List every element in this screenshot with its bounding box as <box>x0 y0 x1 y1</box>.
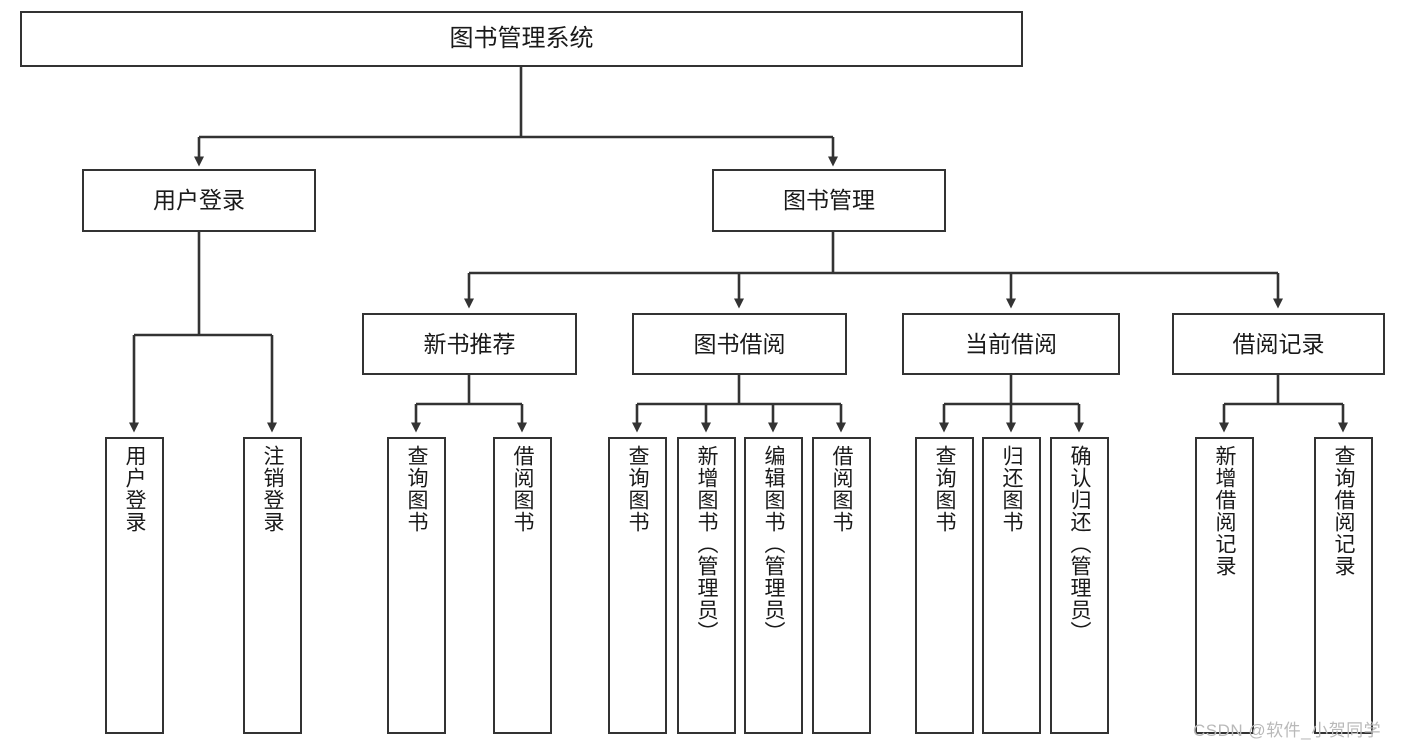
leaf-borrow-book-recommend-label: 借阅图书 <box>511 445 534 533</box>
node-root-label: 图书管理系统 <box>449 25 594 53</box>
node-book-management-label: 图书管理 <box>783 187 875 214</box>
leaf-user-login-label: 用户登录 <box>123 445 146 533</box>
node-borrow-records-label: 借阅记录 <box>1232 330 1325 357</box>
leaf-add-borrow-record[interactable]: 新增借阅记录 <box>1195 437 1254 734</box>
node-book-management[interactable]: 图书管理 <box>712 169 946 232</box>
leaf-edit-book-admin-label: 编辑图书（管理员） <box>762 445 785 643</box>
leaf-query-book-current-label: 查询图书 <box>933 445 956 533</box>
node-user-login[interactable]: 用户登录 <box>82 169 316 232</box>
leaf-query-borrow-record[interactable]: 查询借阅记录 <box>1314 437 1373 734</box>
leaf-logout[interactable]: 注销登录 <box>243 437 302 734</box>
leaf-add-book-admin-label: 新增图书（管理员） <box>695 445 718 643</box>
node-borrow-records[interactable]: 借阅记录 <box>1172 313 1385 375</box>
node-current-borrow-label: 当前借阅 <box>965 330 1057 357</box>
leaf-return-book-label: 归还图书 <box>1000 445 1023 533</box>
node-new-book-recommend[interactable]: 新书推荐 <box>362 313 577 375</box>
leaf-borrow-book[interactable]: 借阅图书 <box>812 437 871 734</box>
node-book-borrow-label: 图书借阅 <box>693 330 786 357</box>
leaf-query-book-borrow-label: 查询图书 <box>626 445 649 533</box>
node-new-book-recommend-label: 新书推荐 <box>423 330 516 357</box>
node-root[interactable]: 图书管理系统 <box>20 11 1023 67</box>
node-user-login-label: 用户登录 <box>153 187 245 214</box>
leaf-query-book-current[interactable]: 查询图书 <box>915 437 974 734</box>
leaf-query-book-borrow[interactable]: 查询图书 <box>608 437 667 734</box>
leaf-logout-label: 注销登录 <box>261 445 284 533</box>
leaf-query-borrow-record-label: 查询借阅记录 <box>1332 445 1355 577</box>
leaf-user-login[interactable]: 用户登录 <box>105 437 164 734</box>
leaf-add-book-admin[interactable]: 新增图书（管理员） <box>677 437 736 734</box>
leaf-query-book-recommend-label: 查询图书 <box>405 445 428 533</box>
leaf-borrow-book-recommend[interactable]: 借阅图书 <box>493 437 552 734</box>
leaf-confirm-return-admin-label: 确认归还（管理员） <box>1068 445 1091 643</box>
leaf-return-book[interactable]: 归还图书 <box>982 437 1041 734</box>
leaf-edit-book-admin[interactable]: 编辑图书（管理员） <box>744 437 803 734</box>
leaf-add-borrow-record-label: 新增借阅记录 <box>1213 445 1236 577</box>
node-current-borrow[interactable]: 当前借阅 <box>902 313 1120 375</box>
leaf-borrow-book-label: 借阅图书 <box>830 445 853 533</box>
leaf-query-book-recommend[interactable]: 查询图书 <box>387 437 446 734</box>
node-book-borrow[interactable]: 图书借阅 <box>632 313 847 375</box>
leaf-confirm-return-admin[interactable]: 确认归还（管理员） <box>1050 437 1109 734</box>
csdn-watermark: CSDN @软件_小贺同学 <box>1193 721 1382 740</box>
